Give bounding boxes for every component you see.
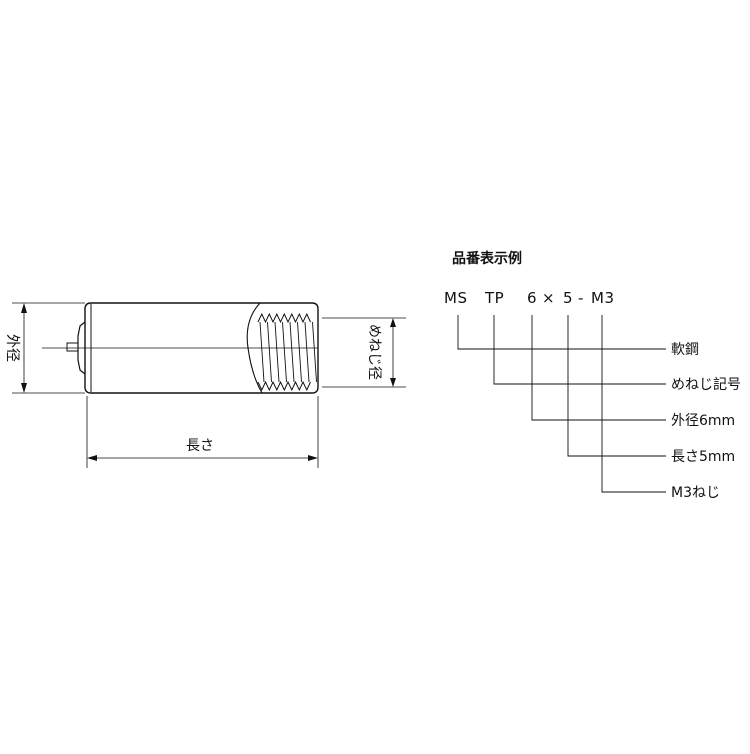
- code-part-dash: -: [578, 289, 584, 307]
- thread-diameter-dimension: [322, 317, 406, 388]
- leader-thread-symbol: [493, 315, 666, 385]
- length-dimension: [86, 396, 319, 468]
- thread-bottom-flank: [257, 380, 311, 392]
- legend-thread-size: M3ねじ: [671, 485, 720, 501]
- internal-thread: [257, 312, 317, 392]
- leader-lines: [457, 315, 666, 493]
- legend-thread-symbol: めねじ記号: [671, 376, 741, 393]
- leader-length: [567, 315, 666, 457]
- thread-line: [304, 321, 310, 383]
- code-part-material: MS: [444, 289, 467, 307]
- thread-line: [289, 321, 295, 383]
- part-drawing: [42, 302, 319, 394]
- code-part-thread-symbol: TP: [484, 289, 504, 307]
- designation-code: MS TP 6 × 5 - M3: [444, 289, 615, 307]
- thread-line: [312, 321, 317, 383]
- code-part-thread-size: M3: [591, 289, 615, 307]
- designation-legend: 軟鋼 めねじ記号 外径6mm 長さ5mm M3ねじ: [671, 342, 741, 501]
- legend-material: 軟鋼: [671, 342, 699, 358]
- thread-line: [267, 321, 272, 383]
- leader-material: [457, 315, 666, 350]
- length-label: 長さ: [186, 438, 214, 454]
- thread-diameter-label: めねじ径: [366, 324, 382, 380]
- code-part-times: ×: [542, 289, 555, 307]
- thread-line: [282, 321, 287, 383]
- leader-diameter: [531, 315, 666, 421]
- thread-boundary: [246, 302, 263, 394]
- outer-diameter-label: 外径: [4, 334, 20, 362]
- pin-stub: [66, 342, 79, 352]
- code-part-length: 5: [563, 289, 573, 307]
- thread-line: [297, 321, 302, 383]
- body-outline: [84, 302, 319, 394]
- leader-thread-size: [601, 315, 666, 493]
- thread-line: [274, 321, 280, 383]
- legend-diameter: 外径6mm: [671, 413, 735, 429]
- legend-length: 長さ5mm: [671, 449, 735, 465]
- thread-top-flank: [257, 312, 311, 324]
- thread-line: [259, 321, 265, 383]
- designation-title: 品番表示例: [452, 250, 522, 267]
- outer-diameter-dimension: [12, 302, 85, 394]
- code-part-diameter: 6: [527, 289, 537, 307]
